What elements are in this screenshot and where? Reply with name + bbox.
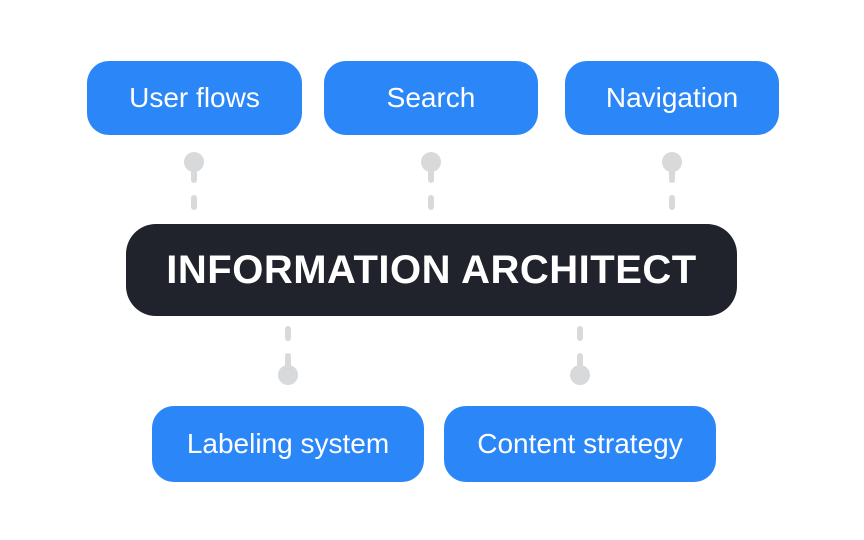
connector-stem [577, 353, 583, 368]
connector-search [418, 135, 444, 224]
node-user-flows: User flows [87, 61, 302, 135]
node-navigation-label: Navigation [605, 82, 739, 113]
node-search: Search [324, 61, 538, 135]
connector-user-flows [181, 135, 207, 224]
connector-dash [669, 195, 675, 210]
connector-dot-icon [570, 365, 590, 385]
connector-dot-icon [421, 152, 441, 172]
node-content-strategy: Content strategy [444, 406, 716, 482]
node-labeling-system-label: Labeling system [186, 428, 390, 459]
connector-dot-icon [662, 152, 682, 172]
node-navigation: Navigation [565, 61, 779, 135]
connector-dash [428, 195, 434, 210]
connector-dot-icon [184, 152, 204, 172]
connector-dash [191, 195, 197, 210]
connector-dash [285, 326, 291, 341]
connector-stem [191, 168, 197, 183]
node-search-label: Search [386, 82, 476, 113]
node-information-architect-label: INFORMATION ARCHITECT [166, 247, 697, 292]
node-content-strategy-label: Content strategy [477, 428, 683, 459]
connector-stem [285, 353, 291, 368]
node-user-flows-label: User flows [129, 82, 260, 113]
connector-stem [669, 168, 675, 183]
connector-navigation [659, 135, 685, 224]
connector-stem [428, 168, 434, 183]
connector-dash [577, 326, 583, 341]
node-information-architect: INFORMATION ARCHITECT [126, 224, 737, 316]
connector-labeling-system [275, 316, 301, 406]
node-labeling-system: Labeling system [152, 406, 424, 482]
connector-dot-icon [278, 365, 298, 385]
connector-content-strategy [567, 316, 593, 406]
